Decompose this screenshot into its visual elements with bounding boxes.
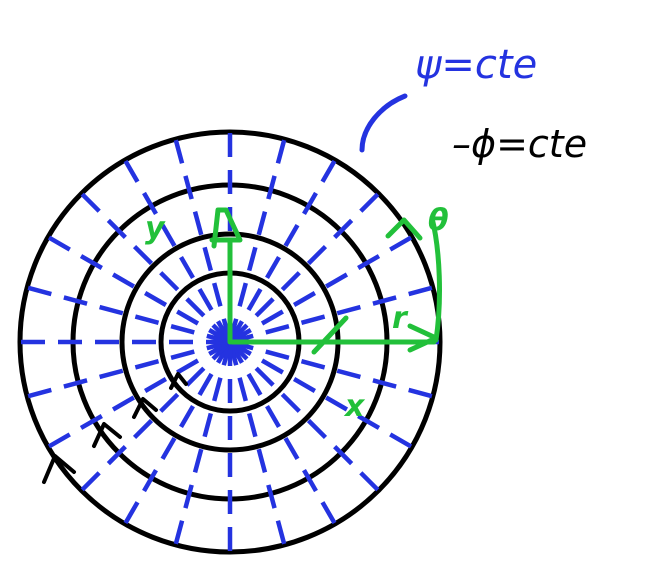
- x-axis-arrowhead: [407, 323, 439, 353]
- arrow-outer: [42, 454, 76, 484]
- flow-direction-arrows: [42, 372, 188, 484]
- radius-vector: [311, 315, 349, 355]
- coordinate-axes: [209, 207, 442, 355]
- streamline-circle-4: [17, 129, 443, 555]
- equipotential-line-8: [173, 341, 233, 546]
- arrow-inner: [169, 372, 188, 390]
- theta-arrowhead: [385, 217, 423, 241]
- arrow-second: [132, 397, 158, 419]
- x-axis-label: x: [343, 389, 366, 424]
- psi-callout: ψ=cte: [359, 42, 537, 153]
- y-axis-arrowhead: [209, 207, 243, 249]
- equipotential-line-10: [79, 340, 232, 493]
- y-axis-label: y: [145, 211, 166, 246]
- psi-leader-line: [359, 93, 408, 153]
- psi-label: ψ=cte: [415, 42, 537, 88]
- theta-arc: [429, 215, 442, 343]
- theta-label: θ: [428, 203, 449, 238]
- equipotential-line-12: [26, 339, 231, 399]
- r-label: r: [392, 301, 409, 336]
- equipotential-line-22: [228, 191, 381, 344]
- arrow-third: [92, 422, 122, 448]
- equipotential-line-14: [26, 285, 231, 345]
- equipotential-line-6: [227, 341, 287, 546]
- phi-label: –ϕ=cte: [452, 122, 587, 166]
- equipotential-line-2: [229, 339, 434, 399]
